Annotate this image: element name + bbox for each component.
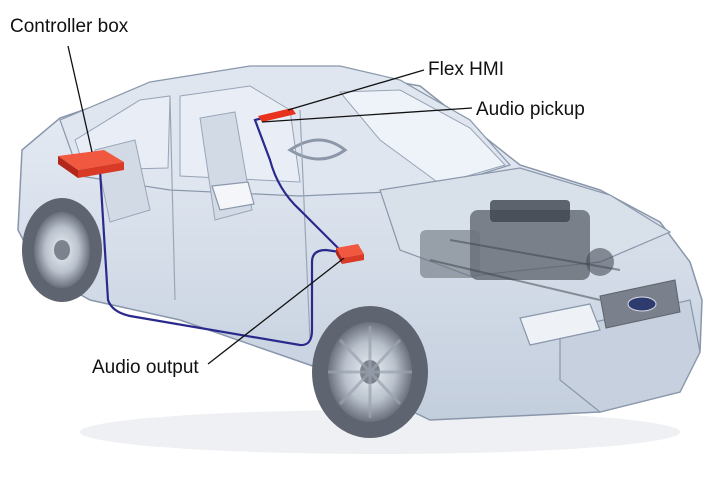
engine-bay	[420, 200, 621, 301]
leader-lines	[67, 45, 473, 365]
controller-box-label: Controller box	[10, 16, 129, 37]
flex-hmi-module	[258, 108, 296, 122]
headlight	[519, 303, 601, 346]
flex-hmi-leader	[287, 69, 425, 111]
ford-oval-icon	[627, 296, 657, 312]
audio-output-leader	[207, 257, 345, 365]
door-seams	[169, 97, 311, 341]
flex-hmi-label: Flex HMI	[428, 59, 504, 80]
controller-box	[58, 150, 124, 178]
side-mirror	[211, 181, 255, 211]
steering-wheel	[287, 138, 348, 161]
rear-wheel	[22, 198, 102, 302]
front-wheel	[312, 306, 428, 438]
car-body	[17, 65, 703, 454]
audio-output-module	[336, 244, 364, 264]
controller-box-leader	[67, 45, 93, 153]
wiring-harness	[98, 114, 341, 347]
audio-output-label: Audio output	[92, 357, 199, 378]
audio-pickup-label: Audio pickup	[476, 99, 585, 120]
audio-pickup-leader	[261, 107, 473, 123]
